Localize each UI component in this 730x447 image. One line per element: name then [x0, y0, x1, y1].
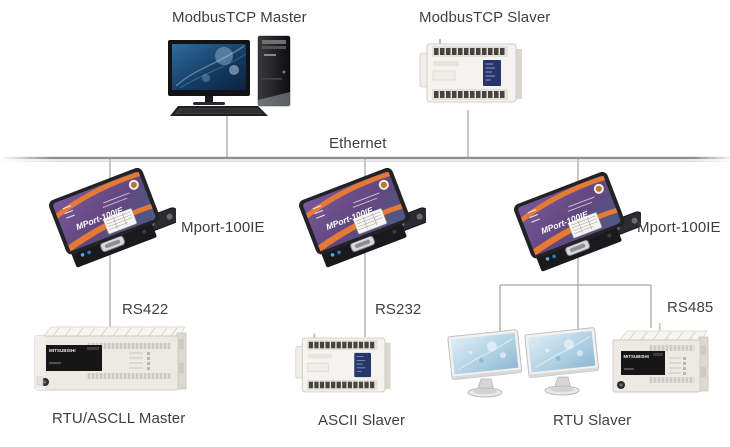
- plc-image-ascii-slave: [295, 333, 391, 393]
- label-ascii-slave: ASCII Slaver: [318, 412, 406, 429]
- serial-server-image-middle: MPort-100IE: [298, 168, 426, 270]
- label-modbus-slave: ModbusTCP Slaver: [419, 9, 551, 26]
- pc-monitor-icon: [168, 40, 250, 105]
- label-rs485: RS485: [667, 299, 714, 316]
- serial-server-image-left: MPort-100IE: [48, 168, 176, 270]
- plc-image-modbus-slave: [419, 39, 522, 103]
- plc-brand-text: MITSUBISHI: [624, 354, 649, 359]
- pc-keyboard-icon: [170, 106, 268, 116]
- desktop-pc-image: [168, 35, 291, 116]
- ethernet-bus-line: [0, 156, 730, 162]
- monitor-image-2: [524, 326, 600, 396]
- pc-tower-icon: [257, 35, 291, 107]
- label-modbus-master: ModbusTCP Master: [172, 9, 307, 26]
- label-rs422: RS422: [122, 301, 169, 318]
- label-ethernet: Ethernet: [329, 135, 387, 152]
- label-rs232: RS232: [375, 301, 422, 318]
- monitor-image-1: [447, 328, 523, 398]
- plc-brand-text: MITSUBISHI: [49, 348, 76, 353]
- label-mport-left: Mport-100IE: [181, 219, 265, 236]
- plc-image-rtu-slave: MITSUBISHI: [612, 323, 709, 393]
- serial-server-image-right: MPort-100IE: [513, 172, 641, 274]
- plc-image-rtu-ascll-master: MITSUBISHI: [34, 326, 187, 391]
- label-rtu-ascll-master: RTU/ASCLL Master: [52, 410, 186, 427]
- label-mport-right: Mport-100IE: [637, 219, 721, 236]
- label-rtu-slave: RTU Slaver: [553, 412, 632, 429]
